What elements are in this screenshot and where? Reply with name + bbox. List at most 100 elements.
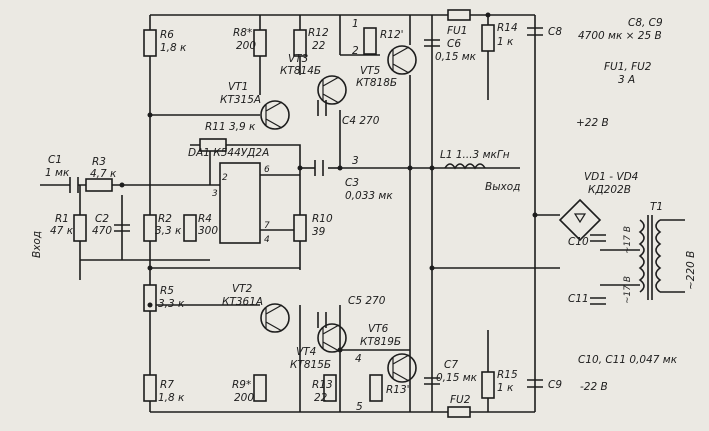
label-vd1-vd4: VD1 - VD4	[584, 171, 638, 183]
label-r2: R2	[158, 213, 172, 225]
label-c8-c9-value: 4700 мк × 25 В	[578, 30, 662, 42]
fuse-fu2	[447, 406, 471, 418]
label-pin-2: 2	[222, 173, 228, 183]
label-c11: C11	[568, 293, 589, 305]
label-pin-3: 3	[212, 189, 218, 199]
label-fu1: FU1	[447, 25, 467, 37]
label-vd-type: КД202В	[588, 184, 631, 196]
label-c6-value: 0,15 мк	[435, 51, 477, 63]
label-c9: C9	[548, 379, 562, 391]
label-c1-value: 1 мк	[45, 167, 70, 179]
label-c10: C10	[568, 236, 589, 248]
label-vt2: VT2	[232, 283, 253, 295]
label-vt1-type: КТ315А	[220, 94, 261, 106]
label-da1: DA1 К544УД2А	[188, 147, 269, 159]
label-vt5-type: КТ818Б	[356, 77, 397, 89]
label-c4: C4 270	[342, 115, 380, 127]
label-r14: R14	[497, 22, 518, 34]
label-vt4-type: КТ815Б	[290, 359, 331, 371]
label-c2-value: 470	[92, 225, 112, 237]
label-vt2-type: КТ361А	[222, 296, 263, 308]
label-pin-6: 6	[264, 165, 270, 175]
label-c8: C8	[548, 26, 562, 38]
label-c1: C1	[48, 154, 62, 166]
label-r9-value: 200	[234, 392, 254, 404]
label-c6: C6	[447, 38, 461, 50]
label-t1: T1	[650, 201, 663, 213]
label-220v: ~220 В	[685, 251, 697, 290]
label-fu2: FU2	[450, 394, 471, 406]
resistors	[73, 24, 495, 402]
label-c3-value: 0,033 мк	[345, 190, 393, 202]
label-node-1: 1	[352, 18, 359, 30]
label-c2: C2	[95, 213, 109, 225]
inductor-l1	[444, 163, 486, 170]
label-r13-prime: R13'	[386, 384, 410, 396]
label-r9: R9*	[232, 379, 251, 391]
label-l1: L1 1...3 мкГн	[440, 149, 510, 161]
label-pin-7: 7	[264, 221, 270, 231]
label-r15-value: 1 к	[497, 382, 514, 394]
label-r11: R11 3,9 к	[205, 121, 256, 133]
label-input: Вход	[31, 231, 43, 258]
label-r1: R1	[55, 213, 69, 225]
label-c7: C7	[444, 359, 458, 371]
label-node-3: 3	[352, 155, 359, 167]
label-r13-value: 22	[314, 392, 328, 404]
label-r15: R15	[497, 369, 518, 381]
label-vt3: VT3	[288, 53, 308, 65]
label-r12-prime: R12'	[380, 29, 404, 41]
label-r12: R12	[308, 27, 329, 39]
label-vt4: VT4	[296, 346, 316, 358]
label-c5: C5 270	[348, 295, 386, 307]
labels: C1 1 мк R3 4,7 к R1 47 к C2 470 R2 3,3 к…	[31, 17, 697, 413]
capacitors	[69, 27, 606, 388]
label-r5: R5	[160, 285, 174, 297]
label-c10-c11: C10, C11 0,047 мк	[578, 354, 678, 366]
label-node-2: 2	[352, 45, 359, 57]
label-r12-value: 22	[312, 40, 326, 52]
junctions	[119, 12, 538, 353]
diode-bridge	[558, 198, 602, 242]
label-fu1-fu2: FU1, FU2	[604, 61, 652, 73]
label-c8-c9: C8, C9	[628, 17, 663, 29]
label-r10: R10	[312, 213, 333, 225]
label-r4-value: 300	[198, 225, 218, 237]
fuse-fu1	[447, 9, 471, 21]
label-r8-value: 200	[236, 40, 256, 52]
label-r6-value: 1,8 к	[160, 42, 187, 54]
label-output: Выход	[485, 181, 520, 193]
label-r1-value: 47 к	[50, 225, 74, 237]
label-r8: R8*	[233, 27, 252, 39]
label-r10-value: 39	[312, 226, 326, 238]
label-17v-upper: ~17 В	[623, 226, 633, 254]
label-pin-4: 4	[264, 235, 270, 245]
label-vt6: VT6	[368, 323, 389, 335]
label-r7: R7	[160, 379, 174, 391]
label-r3: R3	[92, 156, 106, 168]
label-vt5: VT5	[360, 65, 381, 77]
label-r5-value: 3,3 к	[158, 298, 185, 310]
label-r4: R4	[198, 213, 212, 225]
label-c7-value: 0,15 мк	[436, 372, 478, 384]
label-r2-value: 3,3 к	[155, 225, 182, 237]
label-r14-value: 1 к	[497, 36, 514, 48]
label-r13: R13	[312, 379, 333, 391]
label-node-5: 5	[356, 401, 363, 413]
transistors	[260, 45, 417, 383]
label-plus-22v: +22 В	[576, 117, 609, 129]
label-r6: R6	[160, 29, 174, 41]
label-vt1: VT1	[228, 81, 248, 93]
label-vt6-type: КТ819Б	[360, 336, 401, 348]
label-r7-value: 1,8 к	[158, 392, 185, 404]
label-fu1-fu2-value: 3 А	[618, 74, 635, 86]
label-node-4: 4	[355, 353, 362, 365]
transformer-t1	[638, 215, 685, 300]
label-vt3-type: КТ814Б	[280, 65, 321, 77]
label-minus-22v: -22 В	[580, 381, 608, 393]
label-c3: C3	[345, 177, 359, 189]
label-r3-value: 4,7 к	[90, 168, 117, 180]
label-17v-lower: ~17 В	[623, 276, 633, 304]
